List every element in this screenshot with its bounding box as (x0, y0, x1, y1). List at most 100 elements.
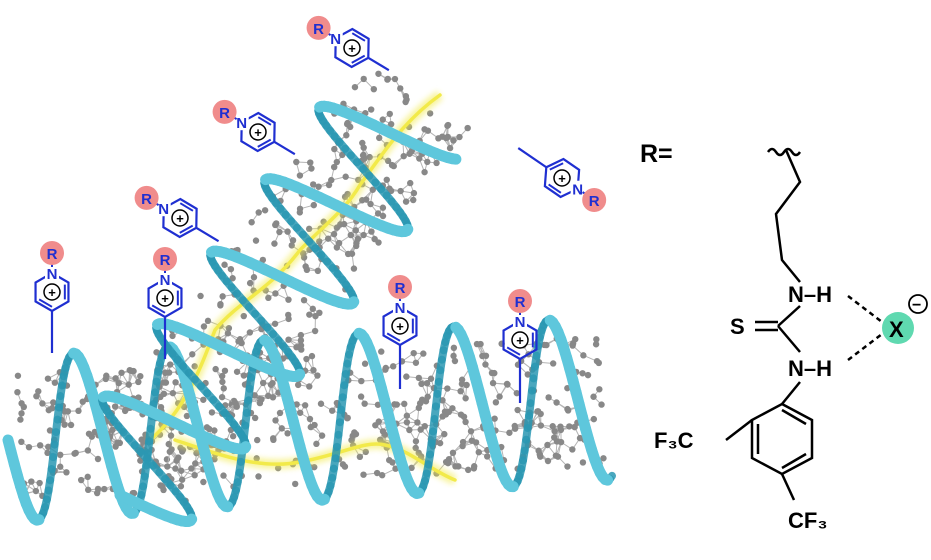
pyridinium-ring-icon: N+R (306, 15, 390, 72)
pyridinium-ring-icon: N+R (134, 185, 220, 243)
lattice-atom (410, 189, 418, 197)
lattice-atom (361, 400, 368, 407)
conductive-chain-line (148, 93, 442, 442)
lattice-atom (415, 374, 423, 382)
lattice-atom (164, 463, 171, 470)
lattice-atom (367, 200, 374, 208)
lattice-atom (376, 134, 383, 142)
lattice-atom (386, 185, 393, 192)
lattice-atom (544, 457, 552, 465)
lattice-atom (464, 466, 472, 474)
cf3-right-label: CF₃ (788, 508, 828, 533)
lattice-atom (496, 393, 503, 400)
lattice-atom (445, 408, 453, 416)
lattice-atom (564, 463, 571, 470)
lattice-atom (169, 332, 176, 340)
lattice-atom (50, 399, 57, 406)
lattice-atom (197, 292, 204, 300)
lattice-atom (178, 476, 186, 483)
lattice-atom (77, 476, 85, 484)
lattice-atom (240, 312, 247, 320)
lattice-atom (14, 372, 22, 379)
pyridinium-ring-icon: N+R (212, 99, 296, 156)
lattice-atom (457, 387, 464, 395)
lattice-atom (246, 279, 254, 287)
positive-charge-icon (511, 331, 529, 349)
nitrogen-label: N (158, 201, 169, 218)
lattice-atom (153, 349, 160, 356)
lattice-atom (75, 407, 82, 415)
lattice-atom (412, 438, 420, 445)
lattice-atom (36, 479, 43, 487)
lattice-atom (248, 219, 255, 226)
lattice-atom (352, 227, 359, 234)
r-group-circle (508, 289, 532, 313)
lattice-atom (221, 367, 229, 374)
lattice-atom (449, 449, 457, 457)
lattice-atom (192, 460, 199, 467)
lattice-atom (293, 343, 300, 351)
lattice-atom (259, 379, 267, 387)
lattice-atom (303, 355, 310, 363)
lattice-atom (412, 359, 420, 366)
lattice-atom (18, 400, 25, 407)
anion-label: X (889, 317, 904, 342)
lattice-atom (254, 436, 261, 444)
lattice-atom (593, 357, 601, 365)
lattice-atom (370, 85, 378, 93)
r-group-label: R (589, 193, 600, 210)
lattice-atom (18, 438, 25, 446)
r-group-label: R (313, 21, 324, 38)
pyridinium-ring-icon: N+R (147, 247, 183, 359)
r-group-circle (40, 241, 64, 265)
plus-label: + (516, 333, 524, 348)
lattice-atom (250, 274, 258, 281)
pyridinium-ring-icon: N+R (502, 289, 538, 403)
lattice-atom (301, 402, 309, 409)
lattice-atom (551, 434, 558, 441)
lattice-atom (464, 124, 471, 132)
lattice-atom (401, 400, 408, 408)
lattice-atom (444, 122, 451, 129)
lattice-atom (293, 158, 300, 166)
lattice-atom (450, 137, 457, 144)
lattice-atom (439, 397, 446, 404)
lattice-atom (246, 329, 254, 336)
lattice-atom (374, 401, 382, 408)
lattice-atom (45, 443, 52, 451)
lattice-atom (489, 379, 497, 387)
lattice-atom (506, 429, 513, 436)
positive-charge-icon (43, 283, 61, 301)
lattice-atom (265, 294, 272, 302)
r-equals-label: R= (640, 140, 673, 168)
lattice-atom (584, 371, 592, 379)
lattice-atom (284, 430, 291, 437)
lattice-atom (259, 256, 267, 264)
lattice-atom (514, 406, 521, 414)
lattice-atom (333, 224, 341, 231)
lattice-atom (592, 341, 600, 348)
lattice-atom (183, 412, 191, 420)
lattice-atom (459, 442, 466, 450)
lattice-atom (513, 389, 521, 397)
lattice-atom (433, 159, 440, 167)
lattice-atom (452, 463, 459, 470)
lattice-atom (390, 363, 397, 370)
lattice-atom (416, 155, 423, 162)
pyridinium-ring-icon: N+R (34, 241, 70, 353)
helix-ribbons (2, 100, 616, 527)
lattice-atom (421, 168, 428, 176)
lattice-atom (473, 340, 481, 348)
r-group-circle (582, 188, 607, 213)
lattice-atom (46, 427, 54, 434)
lattice-atom (57, 463, 64, 470)
lattice-atom (537, 422, 545, 429)
lattice-atom (137, 372, 144, 380)
lattice-atom (276, 409, 284, 417)
lattice-atom (158, 483, 166, 490)
lattice-atom (470, 465, 478, 472)
lattice-atom (504, 381, 511, 388)
lattice-atom (366, 153, 373, 161)
lattice-atom (311, 327, 319, 335)
lattice-atom (191, 471, 198, 479)
